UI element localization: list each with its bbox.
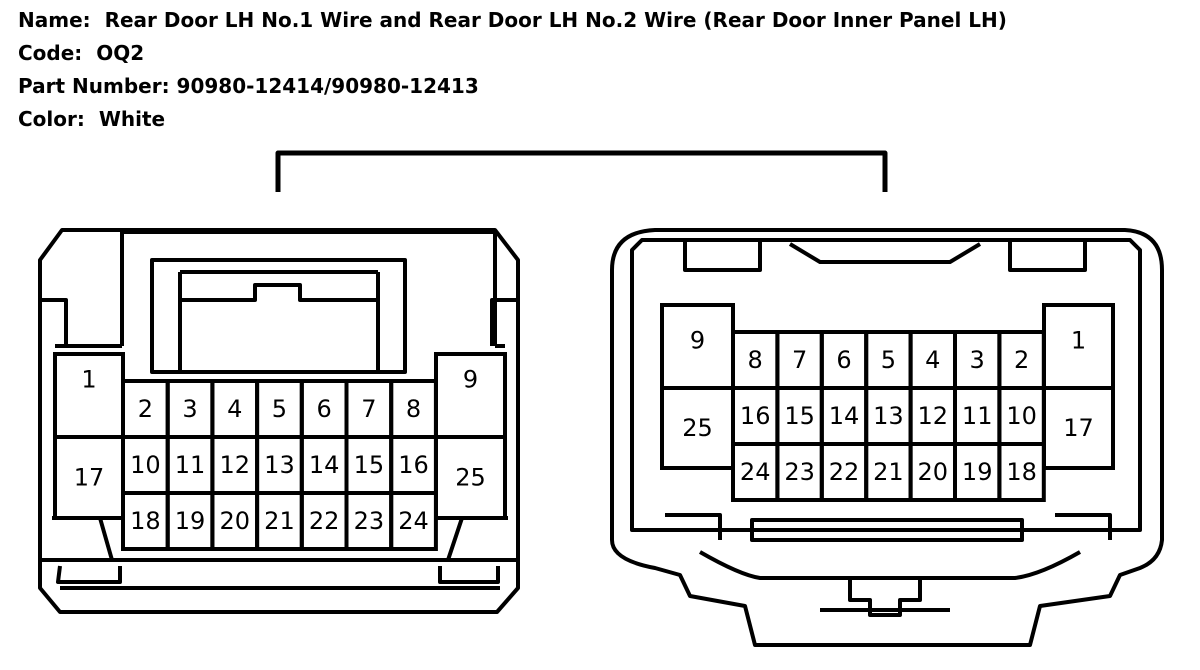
pin-label-19: 19 [962, 458, 993, 486]
pin-label-18: 18 [130, 507, 161, 535]
pin-label-10: 10 [130, 451, 161, 479]
pin-label-12: 12 [219, 451, 250, 479]
pin-label-9: 9 [463, 366, 478, 394]
right-connector-cavities [660, 303, 1115, 502]
pin-label-5: 5 [272, 395, 287, 423]
left-connector-housing [38, 228, 520, 614]
pin-label-14: 14 [829, 402, 860, 430]
pin-label-7: 7 [361, 395, 376, 423]
pin-label-17: 17 [1063, 414, 1094, 442]
pin-label-4: 4 [227, 395, 242, 423]
pin-label-2: 2 [1014, 346, 1029, 374]
pin-label-25: 25 [682, 414, 713, 442]
pin-cavity-24 [389, 491, 438, 551]
pin-label-6: 6 [317, 395, 332, 423]
part-number-value: 90980-12414/90980-12413 [176, 74, 479, 98]
pin-label-23: 23 [354, 507, 385, 535]
pin-label-15: 15 [784, 402, 815, 430]
pin-label-12: 12 [918, 402, 949, 430]
pin-label-14: 14 [309, 451, 340, 479]
pin-label-11: 11 [962, 402, 993, 430]
pin-label-24: 24 [398, 507, 429, 535]
left-connector-cavities [53, 352, 507, 551]
pin-label-8: 8 [748, 346, 763, 374]
code-row: Code: OQ2 [18, 37, 1007, 70]
color-value: White [98, 107, 166, 131]
pin-label-2: 2 [138, 395, 153, 423]
pin-label-25: 25 [455, 464, 486, 492]
pin-label-19: 19 [175, 507, 206, 535]
pin-label-1: 1 [1071, 327, 1086, 355]
pin-label-22: 22 [309, 507, 340, 535]
connector-info: Name: Rear Door LH No.1 Wire and Rear Do… [18, 4, 1007, 136]
pin-label-23: 23 [784, 458, 815, 486]
name-row: Name: Rear Door LH No.1 Wire and Rear Do… [18, 4, 1007, 37]
pin-label-15: 15 [354, 451, 385, 479]
pin-label-11: 11 [175, 451, 206, 479]
pin-label-16: 16 [740, 402, 771, 430]
pin-label-1: 1 [81, 366, 96, 394]
pin-label-7: 7 [792, 346, 807, 374]
pin-label-10: 10 [1006, 402, 1037, 430]
pin-label-21: 21 [873, 458, 904, 486]
pin-cavity-18 [997, 442, 1046, 502]
pin-label-22: 22 [829, 458, 860, 486]
code-value: OQ2 [96, 41, 145, 65]
connection-bracket [275, 150, 888, 192]
pin-label-3: 3 [970, 346, 985, 374]
pin-label-9: 9 [690, 327, 705, 355]
part-number-label: Part Number: [18, 74, 170, 98]
name-value: Rear Door LH No.1 Wire and Rear Door LH … [104, 8, 1007, 32]
right-connector-housing [610, 228, 1164, 647]
pin-label-20: 20 [918, 458, 949, 486]
pin-label-4: 4 [925, 346, 940, 374]
part-number-row: Part Number: 90980-12414/90980-12413 [18, 70, 1007, 103]
pin-label-6: 6 [836, 346, 851, 374]
pin-label-8: 8 [406, 395, 421, 423]
pin-label-13: 13 [264, 451, 295, 479]
pin-label-3: 3 [182, 395, 197, 423]
pin-label-16: 16 [398, 451, 429, 479]
name-label: Name: [18, 8, 91, 32]
pin-label-20: 20 [219, 507, 250, 535]
pin-label-17: 17 [74, 464, 105, 492]
color-row: Color: White [18, 103, 1007, 136]
pin-label-21: 21 [264, 507, 295, 535]
code-label: Code: [18, 41, 83, 65]
right-connector-pin-labels: 9 25 1 17 8 7 6 5 4 3 2 16 15 14 13 12 11 10 24 23 22 21 20 19 1… [682, 327, 1094, 487]
pin-label-13: 13 [873, 402, 904, 430]
pin-label-5: 5 [881, 346, 896, 374]
pin-label-24: 24 [740, 458, 771, 486]
pin-label-18: 18 [1006, 458, 1037, 486]
color-label: Color: [18, 107, 85, 131]
